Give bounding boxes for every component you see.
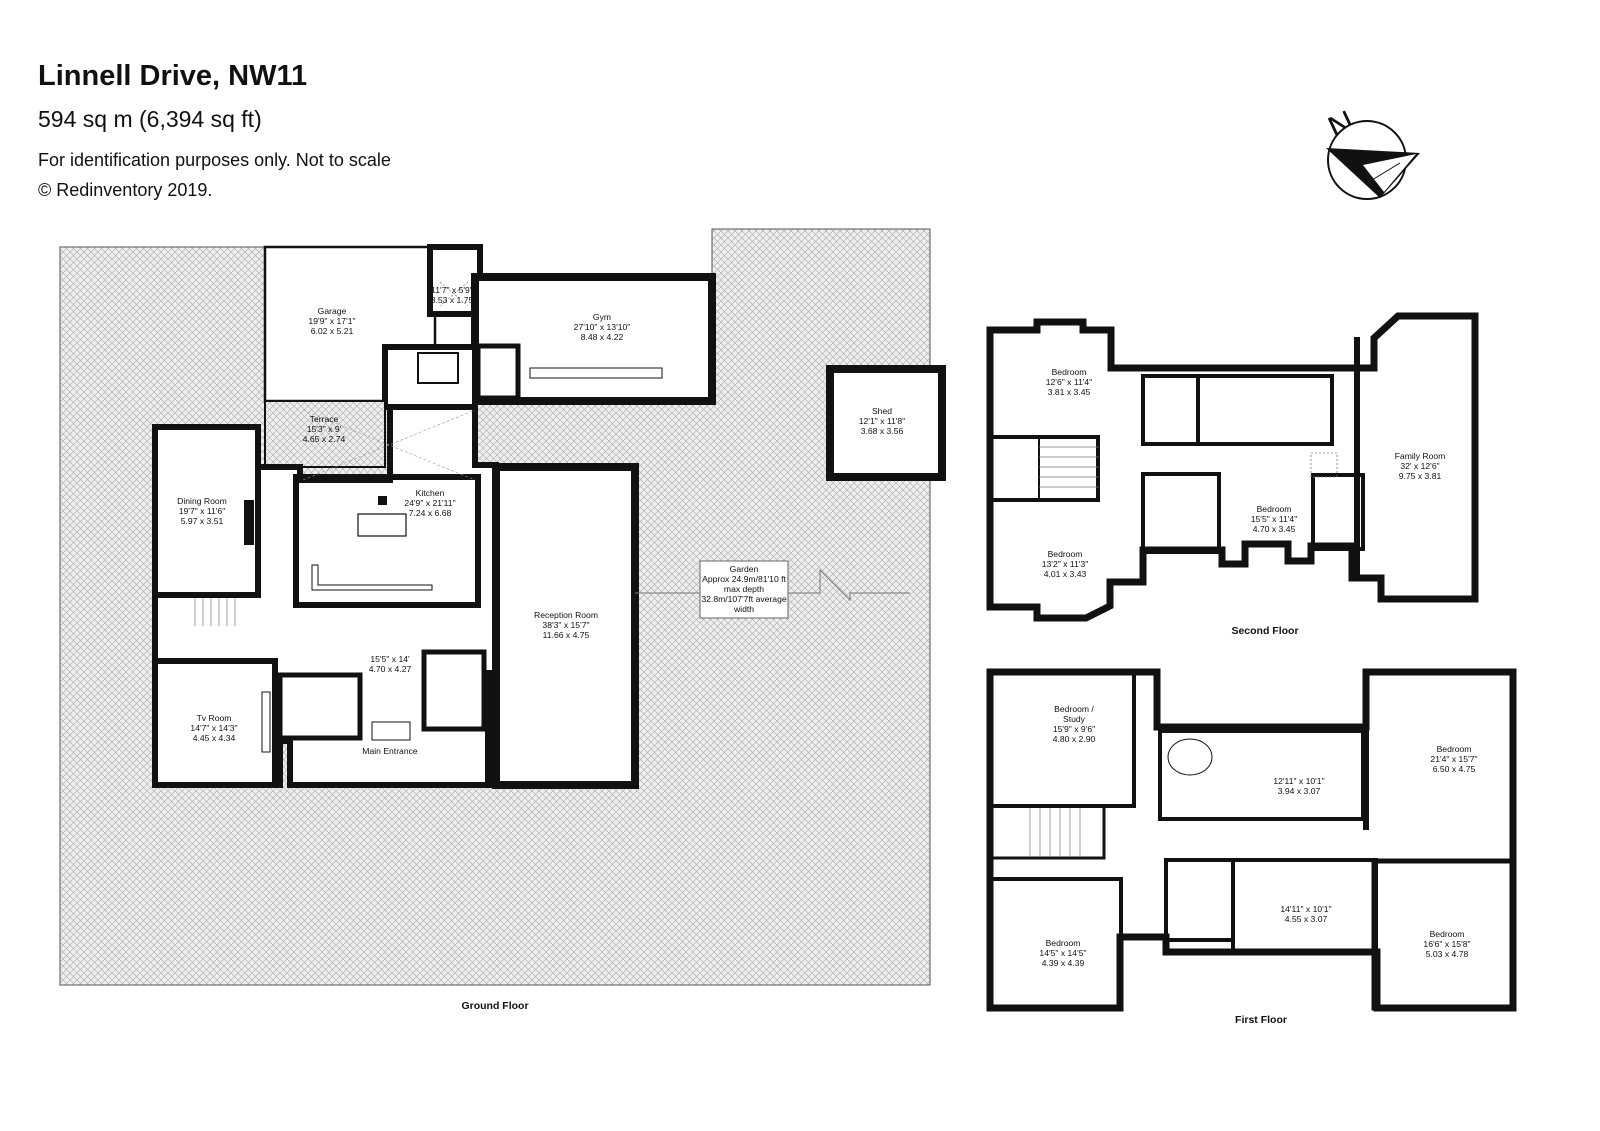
second-bed-a-metric: 3.81 x 3.45: [1048, 387, 1091, 397]
second-bed-b-name: Bedroom: [1048, 549, 1083, 559]
dining-name: Dining Room: [177, 496, 227, 506]
garage-name: Garage: [318, 306, 347, 316]
garden-line-4: width: [733, 604, 754, 614]
second-bed-c-metric: 4.70 x 3.45: [1253, 524, 1296, 534]
shed-metric: 3.68 x 3.56: [861, 426, 904, 436]
first-bed-se-name: Bedroom: [1430, 929, 1465, 939]
compass: N: [1322, 103, 1420, 200]
first-floor-label: First Floor: [1235, 1014, 1287, 1026]
first-bed-sw-metric: 4.39 x 4.39: [1042, 958, 1085, 968]
first-bed-se-imperial: 16'6" x 15'8": [1423, 939, 1470, 949]
shed-room: [826, 365, 946, 481]
kitchen-room: [293, 474, 481, 608]
dining-imperial: 19'7" x 11'6": [179, 506, 226, 516]
store-metric: 3.53 x 1.75: [431, 295, 474, 305]
tv-name: Tv Room: [197, 713, 232, 723]
second-bed-c-name: Bedroom: [1257, 504, 1292, 514]
second-bed-b-imperial: 13'2" x 11'3": [1042, 559, 1089, 569]
second-floor-plan: Bedroom 12'6" x 11'4" 3.81 x 3.45 Bedroo…: [986, 312, 1479, 637]
ground-floor-label: Ground Floor: [461, 1000, 528, 1012]
store-imperial: 11'7" x 5'9": [431, 285, 473, 295]
garden-label-box: [699, 560, 789, 619]
reception-imperial: 38'3" x 15'7": [542, 620, 589, 630]
first-dressing-imperial: 12'11" x 10'1": [1273, 776, 1324, 786]
first-study-metric: 4.80 x 2.90: [1053, 734, 1096, 744]
second-bed-c-imperial: 15'5" x 11'4": [1251, 514, 1298, 524]
terrace-metric: 4.65 x 2.74: [303, 434, 346, 444]
second-floor-label: Second Floor: [1231, 625, 1298, 637]
family-room-imperial: 32' x 12'6": [1400, 461, 1439, 471]
family-room-metric: 9.75 x 3.81: [1399, 471, 1442, 481]
first-master-metric: 6.50 x 4.75: [1433, 764, 1476, 774]
terrace-area: [264, 400, 386, 468]
house-outline: [152, 404, 499, 788]
shed-name: Shed: [872, 406, 892, 416]
copyright: © Redinventory 2019.: [38, 180, 213, 200]
first-dressing-metric: 3.94 x 3.07: [1278, 786, 1321, 796]
dining-metric: 5.97 x 3.51: [181, 516, 224, 526]
tv-imperial: 14'7" x 14'3": [190, 723, 237, 733]
second-bed-a-imperial: 12'6" x 11'4": [1046, 377, 1093, 387]
garden-line-1: Approx 24.9m/81'10 ft: [702, 574, 786, 584]
ground-floor-plan: Garage 19'9" x 17'1" 6.02 x 5.21 11'7" x…: [59, 228, 946, 1012]
gym-imperial: 27'10" x 13'10": [574, 322, 631, 332]
page-title: Linnell Drive, NW11: [38, 60, 308, 92]
shed-imperial: 12'1" x 11'8": [859, 416, 906, 426]
garden-name: Garden: [730, 564, 759, 574]
second-bed-b-metric: 4.01 x 3.43: [1044, 569, 1087, 579]
first-landing-imperial: 14'11" x 10'1": [1280, 904, 1331, 914]
disclaimer-note: For identification purposes only. Not to…: [38, 150, 391, 170]
garden-line-3: 32.8m/107'7ft average: [701, 594, 786, 604]
first-floor-plan: Bedroom / Study 15'9" x 9'6" 4.80 x 2.90…: [986, 668, 1517, 1026]
first-bed-se-metric: 5.03 x 4.78: [1426, 949, 1469, 959]
hall-metric: 4.70 x 4.27: [369, 664, 412, 674]
kitchen-metric: 7.24 x 6.68: [409, 508, 452, 518]
garden-line-2: max depth: [724, 584, 764, 594]
first-study-name: Bedroom /: [1054, 704, 1094, 714]
first-master-imperial: 21'4" x 15'7": [1430, 754, 1477, 764]
dining-room: [152, 424, 261, 598]
reception-name: Reception Room: [534, 610, 598, 620]
first-bed-sw-name: Bedroom: [1046, 938, 1081, 948]
terrace-name: Terrace: [310, 414, 339, 424]
second-bed-a-name: Bedroom: [1052, 367, 1087, 377]
first-bed-sw-imperial: 14'5" x 14'5": [1039, 948, 1086, 958]
tv-room: [152, 658, 278, 788]
terrace-imperial: 15'3" x 9': [307, 424, 342, 434]
reception-room: [492, 463, 639, 789]
first-landing-metric: 4.55 x 3.07: [1285, 914, 1328, 924]
first-master-name: Bedroom: [1437, 744, 1472, 754]
main-entrance-label: Main Entrance: [362, 746, 418, 756]
first-study-name2: Study: [1063, 714, 1086, 724]
reception-metric: 11.66 x 4.75: [543, 630, 590, 640]
garage-metric: 6.02 x 5.21: [311, 326, 354, 336]
first-study-imperial: 15'9" x 9'6": [1053, 724, 1095, 734]
hall-imperial: 15'5" x 14': [370, 654, 410, 664]
family-room-name: Family Room: [1395, 451, 1446, 461]
total-area: 594 sq m (6,394 sq ft): [38, 106, 262, 132]
gym-metric: 8.48 x 4.22: [581, 332, 624, 342]
tv-metric: 4.45 x 4.34: [193, 733, 236, 743]
kitchen-imperial: 24'9" x 21'11": [404, 498, 455, 508]
gym-name: Gym: [593, 312, 611, 322]
kitchen-name: Kitchen: [416, 488, 445, 498]
garage-imperial: 19'9" x 17'1": [308, 316, 355, 326]
